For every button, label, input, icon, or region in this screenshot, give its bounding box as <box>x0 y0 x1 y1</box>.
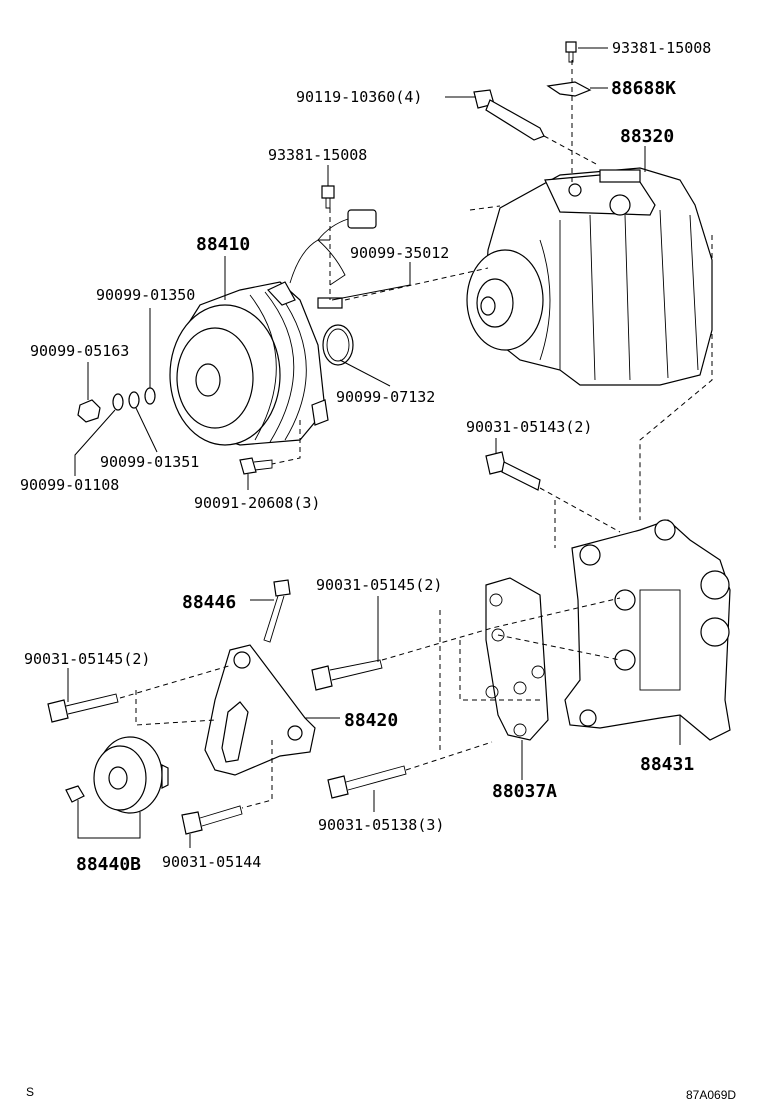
compressor-88320 <box>466 167 713 386</box>
label-88420: 88420 <box>344 710 398 731</box>
label-88431: 88431 <box>640 754 694 775</box>
label-88410: 88410 <box>196 234 250 255</box>
bolt-90091-20608 <box>239 457 273 475</box>
label-90119-10360: 90119-10360(4) <box>296 88 422 106</box>
label-90031-05145-left: 90031-05145(2) <box>24 650 150 668</box>
bolt-90031-05143 <box>485 451 541 491</box>
diagram-code: 87A069D <box>686 1088 736 1102</box>
label-90099-35012: 90099-35012 <box>350 244 449 262</box>
label-90099-05163: 90099-05163 <box>30 342 129 360</box>
label-90099-01350: 90099-01350 <box>96 286 195 304</box>
idler-pulley-88440B <box>65 736 169 814</box>
label-90031-05145-right: 90031-05145(2) <box>316 576 442 594</box>
label-88446: 88446 <box>182 592 236 613</box>
label-90099-07132: 90099-07132 <box>336 388 435 406</box>
bolt-90031-05138 <box>327 765 407 799</box>
label-88037A: 88037A <box>492 781 557 802</box>
label-88440B: 88440B <box>76 854 141 875</box>
idler-bracket-88420 <box>204 644 316 776</box>
label-90099-01108: 90099-01108 <box>20 476 119 494</box>
leader-lines <box>67 47 681 848</box>
corner-mark-left: S <box>26 1085 34 1099</box>
screw-93381-15008-top <box>565 41 577 63</box>
washer-90099-01108 <box>112 393 124 411</box>
label-93381-15008-top: 93381-15008 <box>612 39 711 57</box>
label-88688K: 88688K <box>611 78 676 99</box>
washer-90099-01351 <box>128 391 140 409</box>
connector-90099-35012 <box>317 209 377 241</box>
bolt-88446 <box>263 579 291 643</box>
label-90031-05143: 90031-05143(2) <box>466 418 592 436</box>
snap-ring-90099-07132 <box>322 324 354 366</box>
label-90099-01351: 90099-01351 <box>100 453 199 471</box>
label-88320: 88320 <box>620 126 674 147</box>
label-90031-05144: 90031-05144 <box>162 853 261 871</box>
washer-90099-01350 <box>144 387 156 405</box>
bolt-90031-05144 <box>181 805 243 835</box>
nut-90099-05163 <box>77 399 101 423</box>
screw-93381-15008-mid <box>321 185 335 209</box>
bolt-90031-05145-left <box>47 693 119 723</box>
label-90031-05138: 90031-05138(3) <box>318 816 444 834</box>
bolt-90119-10360 <box>473 89 545 141</box>
bracket-88431 <box>564 519 731 741</box>
magnetic-clutch-88410 <box>169 239 346 446</box>
alignment-lines <box>119 60 713 809</box>
clamp-88688K <box>546 81 592 97</box>
label-93381-15008-mid: 93381-15008 <box>268 146 367 164</box>
plate-88037A <box>485 577 549 741</box>
bolt-90031-05145-right <box>311 659 383 691</box>
label-90091-20608: 90091-20608(3) <box>194 494 320 512</box>
